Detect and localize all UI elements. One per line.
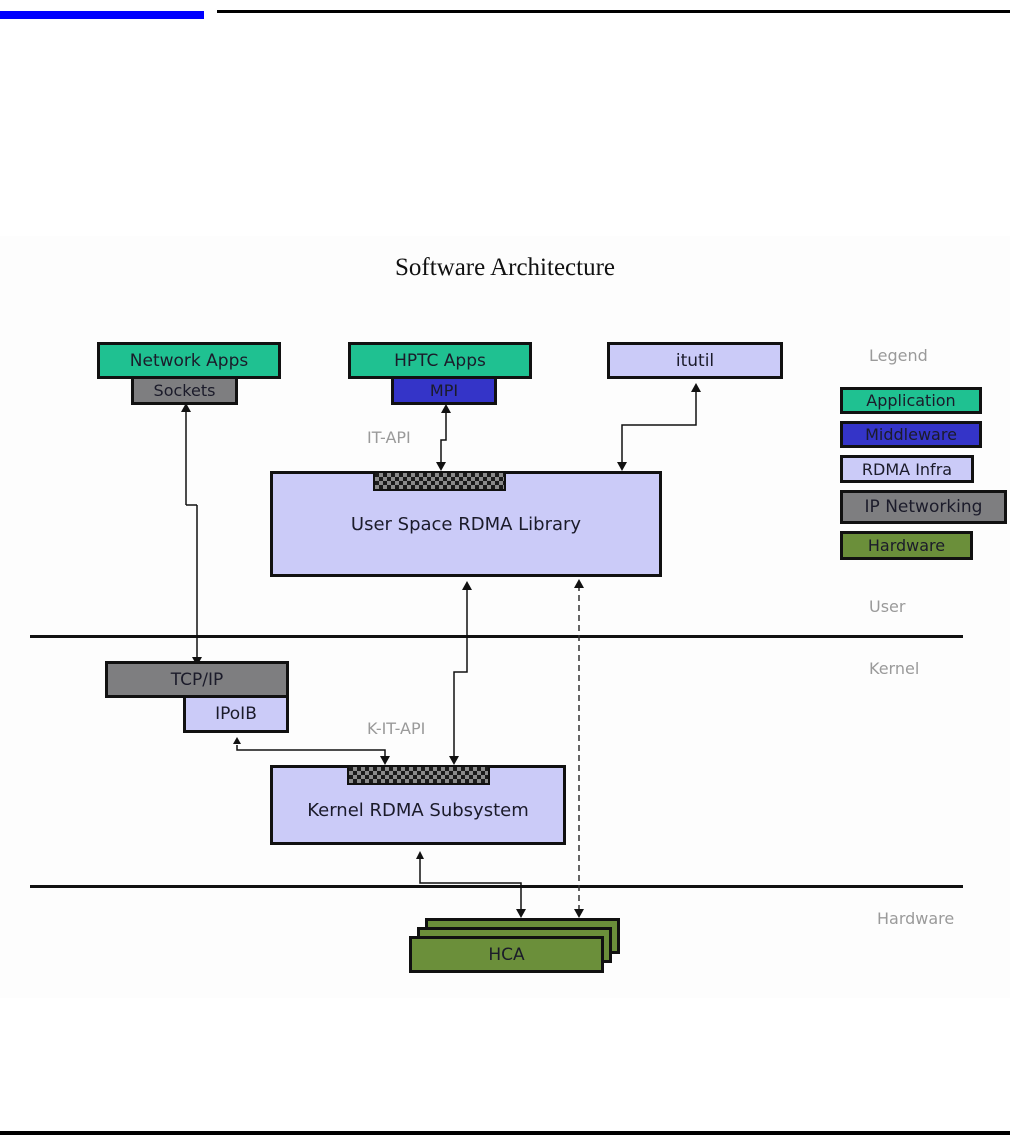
kernel-hardware-divider [30,885,963,888]
legend-item-label: IP Networking [864,497,983,517]
legend-item-middleware: Middleware [840,421,982,448]
figure-title: Software Architecture [394,254,616,281]
tcpip-label: TCP/IP [170,669,224,690]
layer-label-hardware: Hardware [877,909,955,928]
legend-item-label: Application [866,391,956,410]
legend-item-ip-networking: IP Networking [840,490,1007,524]
itutil-label: itutil [675,350,715,371]
legend-title: Legend [869,346,928,365]
arrowhead-icon [416,851,424,859]
user-space-rdma-library-label: User Space RDMA Library [350,513,582,535]
arrowhead-icon [691,383,701,392]
mpi-label: MPI [429,381,459,400]
arrowhead-icon [449,756,459,765]
hca-label: HCA [488,944,525,965]
hptc-apps-box[interactable]: HPTC Apps [348,342,532,379]
mpi-box[interactable]: MPI [391,376,497,405]
network-apps-label: Network Apps [129,350,249,371]
legend-item-label: Hardware [867,536,946,555]
header-accent-bar [0,11,204,19]
legend-item-hardware: Hardware [840,531,973,560]
connector-kernel-rdma-hca [416,851,526,918]
ipoib-label: IPoIB [215,704,257,724]
k-it-api-label: K-IT-API [367,719,426,738]
layer-label-kernel: Kernel [869,659,920,678]
legend-item-label: Middleware [865,425,957,444]
hptc-apps-label: HPTC Apps [394,350,486,371]
connector-user-rdma-hca-dashed [574,579,584,918]
footer-rule [0,1131,1010,1135]
connector-ipoib-kernel-rdma [233,737,390,765]
legend-item-label: RDMA Infra [861,459,953,479]
connector-itutil-user-rdma [617,383,701,471]
itutil-box[interactable]: itutil [607,342,783,379]
layer-label-user: User [869,597,906,616]
ipoib-box[interactable]: IPoIB [183,695,289,733]
arrowhead-icon [617,462,627,471]
arrowhead-icon [233,737,241,744]
sockets-box[interactable]: Sockets [131,376,238,405]
arrowhead-icon [574,909,584,918]
connector-sockets-tcpip [181,403,202,666]
tcpip-box[interactable]: TCP/IP [105,661,289,698]
legend-item-application: Application [840,387,982,414]
connector-mpi-user-rdma [436,404,451,471]
arrowhead-icon [462,581,472,590]
user-kernel-divider [30,635,963,638]
arrowhead-icon [574,579,584,588]
arrowhead-icon [181,403,191,412]
hca-box[interactable]: HCA [409,936,604,973]
it-api-label: IT-API [367,428,411,447]
kernel-rdma-subsystem-label: Kernel RDMA Subsystem [307,799,529,821]
arrowhead-icon [441,404,451,413]
sockets-label: Sockets [153,381,216,400]
arrowhead-icon [436,462,446,471]
connector-user-kernel-rdma [449,581,472,765]
k-it-api-interface-strip [347,765,490,785]
it-api-interface-strip [373,471,506,491]
arrowhead-icon [516,909,526,918]
arrowhead-icon [380,756,390,765]
legend-item-rdma-infra: RDMA Infra [840,455,974,483]
header-rule [217,10,1010,13]
network-apps-box[interactable]: Network Apps [97,342,281,379]
